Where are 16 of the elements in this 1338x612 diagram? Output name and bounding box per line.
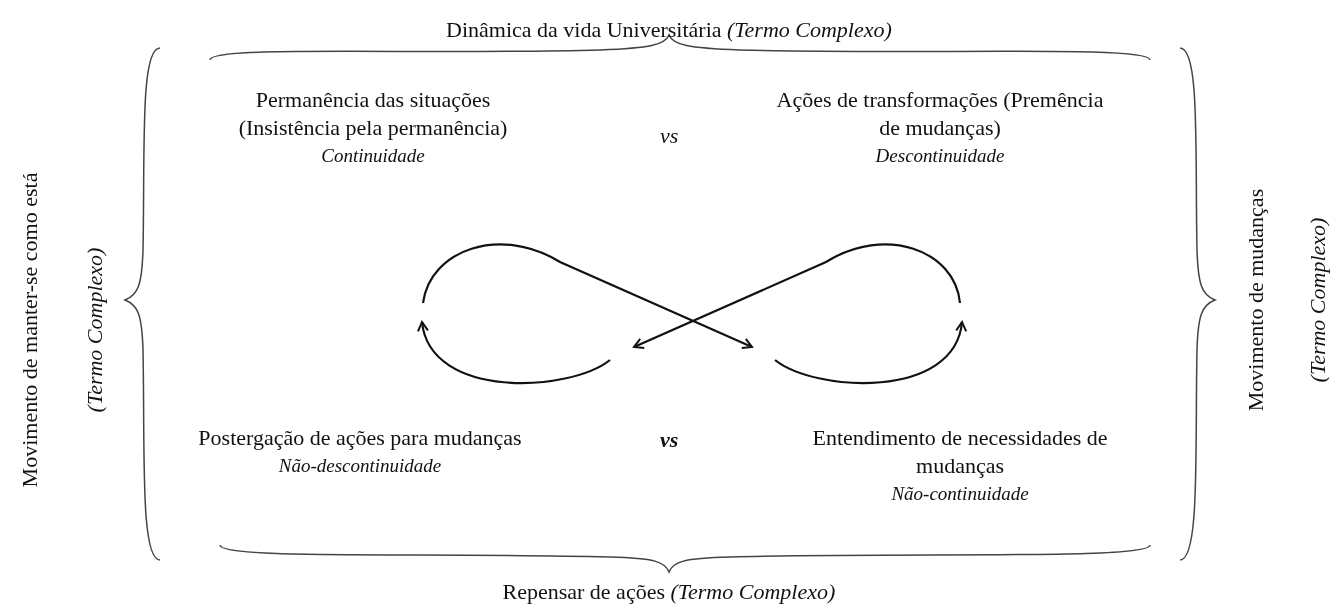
concept-term: Não-continuidade	[890, 482, 1030, 506]
versus-label: vs	[660, 427, 679, 453]
bottom-term-label: Repensar de ações (Termo Complexo)	[502, 579, 836, 605]
concept-title: Ações de transformações (Premência de mudanças)	[775, 86, 1105, 142]
concept-title: Entendimento de necessidades de mudanças	[811, 424, 1109, 480]
concept-term: Continuidade	[320, 144, 426, 168]
right-term-label: Movimento de mudanças	[1243, 188, 1269, 412]
right-term-note: (Termo Complexo)	[1305, 217, 1331, 383]
concept-term: Não-descontinuidade	[277, 454, 443, 478]
top-term-label: Dinâmica da vida Universitária (Termo Complexo)	[446, 17, 892, 43]
versus-label: vs	[660, 123, 679, 149]
concept-term: Descontinuidade	[874, 144, 1006, 168]
concept-title: Postergação de ações para mudanças	[197, 424, 523, 452]
left-term-note: (Termo Complexo)	[82, 247, 108, 413]
left-term-label: Movimento de manter-se como está	[17, 172, 43, 488]
concept-title: Permanência das situações (Insistência pela permanência)	[237, 86, 509, 142]
